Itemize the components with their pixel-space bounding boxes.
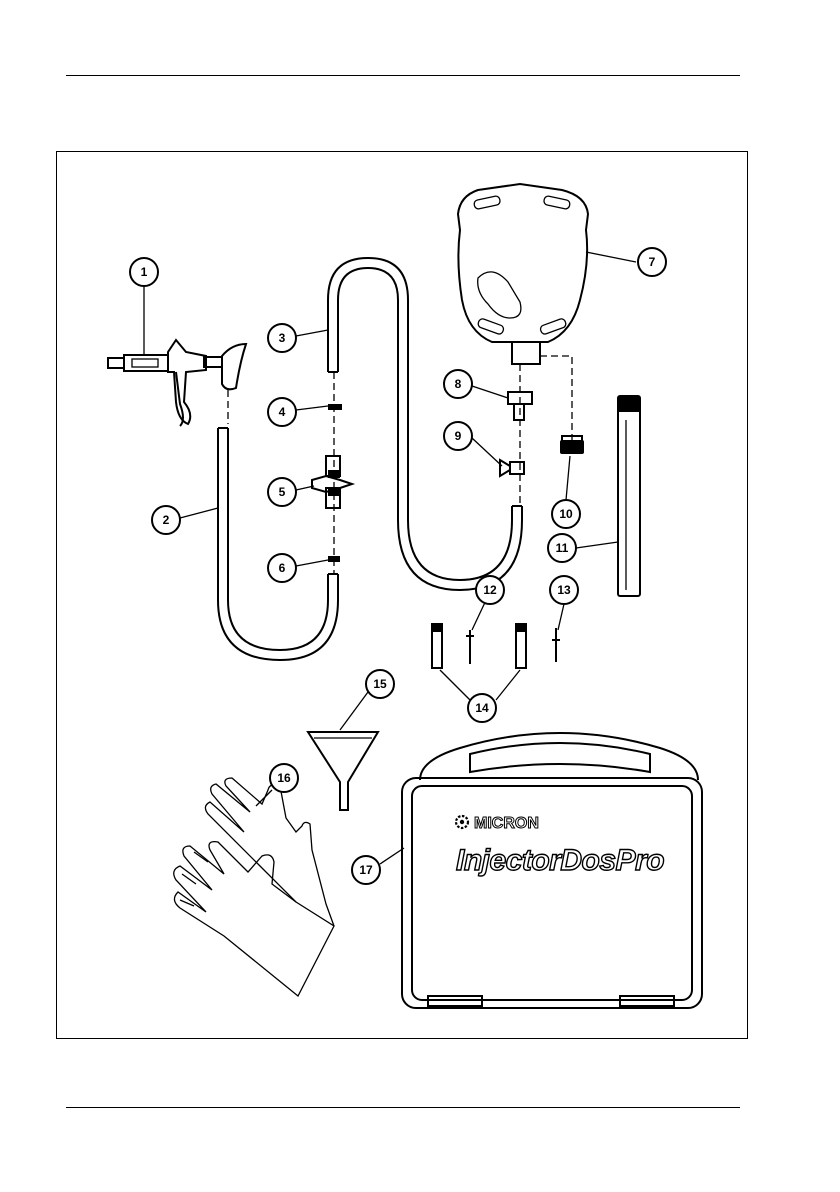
product-name: InjectorDosPro <box>456 844 664 877</box>
svg-text:2: 2 <box>163 513 170 527</box>
gloves <box>174 778 334 996</box>
svg-text:7: 7 <box>649 255 656 269</box>
svg-text:10: 10 <box>559 507 573 521</box>
svg-text:13: 13 <box>557 583 571 597</box>
brand-name: MICRON <box>474 815 539 832</box>
svg-text:9: 9 <box>455 429 462 443</box>
bag-adapters <box>500 364 532 506</box>
tube-upper <box>328 258 522 590</box>
svg-text:12: 12 <box>483 583 497 597</box>
connector-chain <box>312 372 352 574</box>
case-logo: MICRON InjectorDosPro <box>456 815 664 877</box>
storage-tube <box>618 396 640 596</box>
dosing-bag <box>458 184 588 364</box>
svg-text:17: 17 <box>359 863 373 877</box>
callout-16: 16 <box>270 764 298 792</box>
callout-6: 6 <box>268 554 296 582</box>
svg-text:4: 4 <box>279 405 286 419</box>
tube-long <box>218 428 338 660</box>
callout-17: 17 <box>352 856 380 884</box>
svg-text:3: 3 <box>279 331 286 345</box>
svg-text:15: 15 <box>373 677 387 691</box>
svg-text:8: 8 <box>455 377 462 391</box>
callout-13: 13 <box>550 576 578 604</box>
callout-14: 14 <box>468 694 496 722</box>
needles-vials <box>432 624 560 668</box>
callout-8: 8 <box>444 370 472 398</box>
callout-10: 10 <box>552 500 580 528</box>
gear-icon <box>456 816 468 828</box>
svg-text:6: 6 <box>279 561 286 575</box>
callout-15: 15 <box>366 670 394 698</box>
bag-cap <box>540 356 584 454</box>
callout-3: 3 <box>268 324 296 352</box>
callout-2: 2 <box>152 506 180 534</box>
funnel <box>308 732 378 810</box>
injector-gun <box>108 340 246 426</box>
callout-7: 7 <box>638 248 666 276</box>
callout-5: 5 <box>268 478 296 506</box>
callout-1: 1 <box>130 258 158 286</box>
footer-rule <box>66 1107 740 1108</box>
callout-12: 12 <box>476 576 504 604</box>
svg-text:1: 1 <box>141 265 148 279</box>
svg-text:16: 16 <box>277 771 291 785</box>
callout-9: 9 <box>444 422 472 450</box>
svg-text:11: 11 <box>556 541 569 555</box>
svg-text:5: 5 <box>279 485 286 499</box>
callout-11: 11 <box>548 534 576 562</box>
svg-text:14: 14 <box>475 701 489 715</box>
callout-4: 4 <box>268 398 296 426</box>
